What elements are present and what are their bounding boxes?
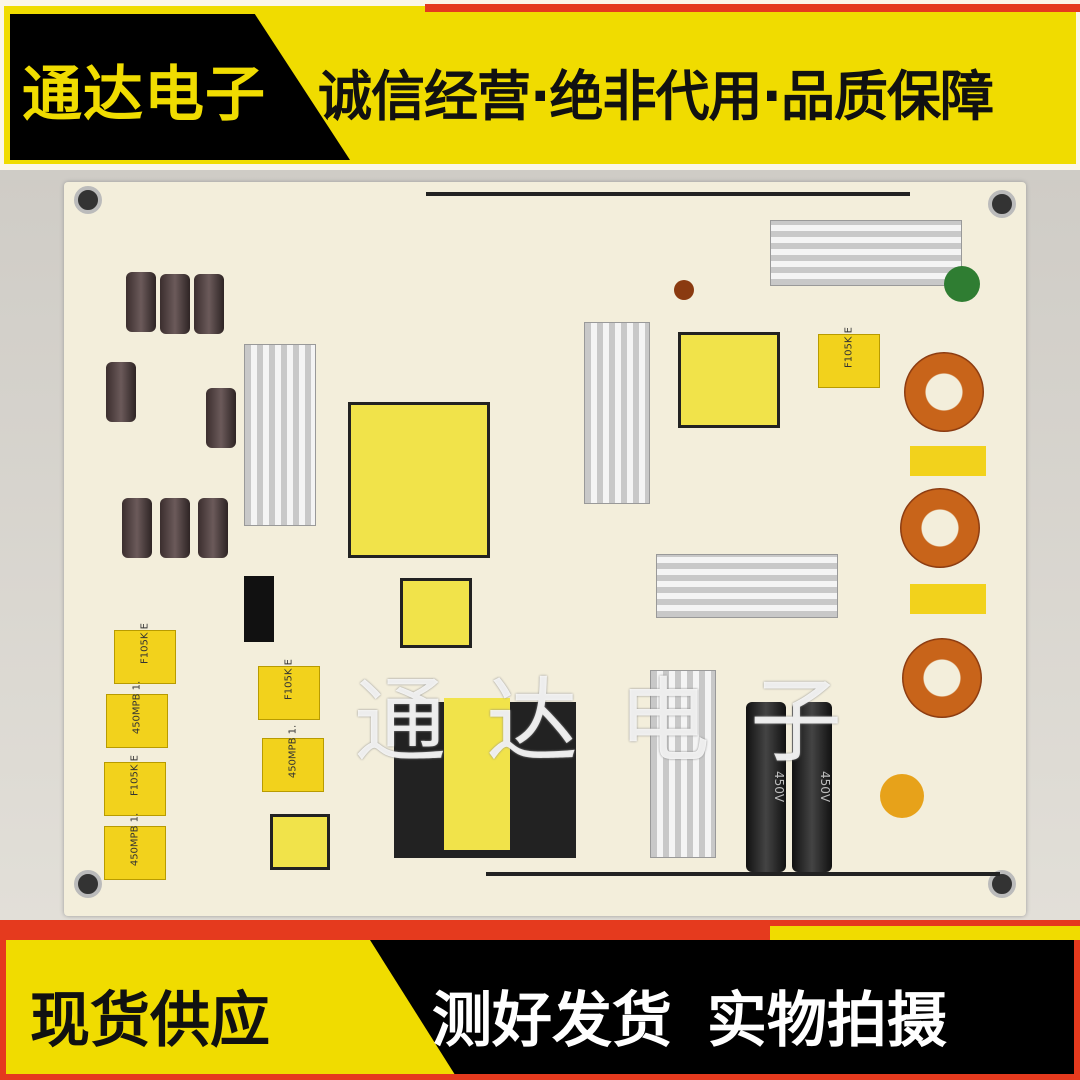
toroid-inductor [904, 352, 984, 432]
banner-accent-line [770, 926, 1080, 940]
film-capacitor: 450MPB 1. [262, 725, 324, 792]
brand-name: 通达电子 [22, 60, 266, 130]
capacitor-text: 450MPB 1. [131, 680, 143, 735]
transformer [400, 578, 472, 648]
film-capacitor: F105K E [104, 755, 166, 816]
toroid-inductor [902, 638, 982, 718]
capacitor-text: 450MPB 1. [129, 812, 141, 867]
capacitor-text: F105K E [129, 755, 141, 796]
bulk-capacitor: 450V [746, 702, 786, 872]
electrolytic-capacitor [122, 498, 152, 558]
ic-chip [244, 576, 274, 642]
slogan: 诚信经营·绝非代用·品质保障 [318, 65, 994, 128]
electrolytic-capacitor [206, 388, 236, 448]
capacitor-text: F105K E [139, 623, 151, 664]
heatsink [770, 220, 962, 286]
x-capacitor [910, 584, 986, 614]
tested-real-photo-text: 测好发货 实物拍摄 [432, 986, 947, 1056]
film-capacitor: 450MPB 1. [106, 681, 168, 748]
electrolytic-capacitor [106, 362, 136, 422]
x-capacitor [910, 446, 986, 476]
banner-accent-line [425, 4, 1080, 12]
black-panel [370, 940, 1074, 1074]
bulk-capacitor: 450V [792, 702, 832, 872]
heatsink [244, 344, 316, 526]
electrolytic-capacitor [194, 274, 224, 334]
heatsink [656, 554, 838, 618]
heatsink [650, 670, 716, 858]
transformer [678, 332, 780, 428]
mount-hole [988, 870, 1016, 898]
electrolytic-capacitor [160, 274, 190, 334]
top-banner: 通达电子 诚信经营·绝非代用·品质保障 [0, 0, 1080, 170]
transformer [270, 814, 330, 870]
stock-text: 现货供应 [30, 986, 270, 1056]
watermark: 通达电子 [354, 668, 883, 775]
film-capacitor: F105K E [114, 623, 176, 684]
electrolytic-capacitor [160, 498, 190, 558]
heatsink [584, 322, 650, 504]
board-outline-trace [486, 872, 1000, 876]
film-capacitor: 450MPB 1. [104, 813, 166, 880]
film-capacitor: F105K E [258, 659, 320, 720]
film-capacitor: F105K E [818, 327, 880, 388]
capacitor-text: F105K E [843, 327, 855, 368]
transformer [348, 402, 490, 558]
toroid-inductor [900, 488, 980, 568]
transformer-tape [444, 698, 510, 850]
mount-hole [988, 190, 1016, 218]
varistor [944, 266, 980, 302]
ceramic-capacitor [880, 774, 924, 818]
varistor [674, 280, 694, 300]
capacitor-text: F105K E [283, 659, 295, 700]
mount-hole [74, 870, 102, 898]
electrolytic-capacitor [198, 498, 228, 558]
mount-hole [74, 186, 102, 214]
capacitor-text: 450MPB 1. [287, 724, 299, 779]
pcb-board: 450V 450V F105K E 450MPB 1. F105K E 450M… [64, 182, 1026, 916]
electrolytic-capacitor [126, 272, 156, 332]
bottom-banner: 现货供应 测好发货 实物拍摄 [0, 920, 1080, 1080]
board-outline-trace [426, 192, 910, 196]
